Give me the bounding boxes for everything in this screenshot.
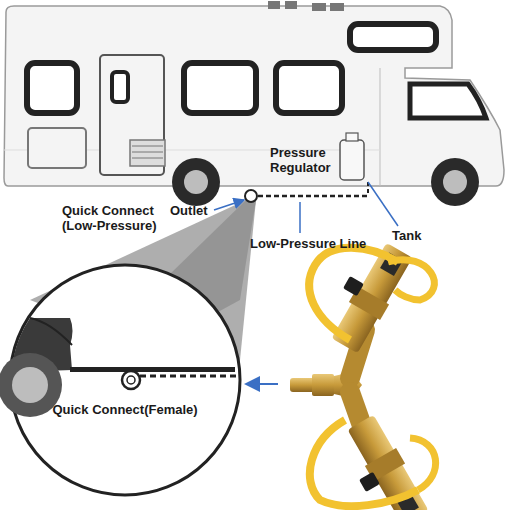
part-label: Pressure Regulator (270, 145, 350, 175)
part-label: Low-Pressure Line (250, 236, 390, 251)
part-label: Quick Connect (Low-Pressure) (62, 203, 162, 233)
part-label: Quick Connect(Female) (40, 402, 210, 417)
part-label: Outlet (170, 203, 230, 218)
part-label: Tank (392, 228, 442, 243)
